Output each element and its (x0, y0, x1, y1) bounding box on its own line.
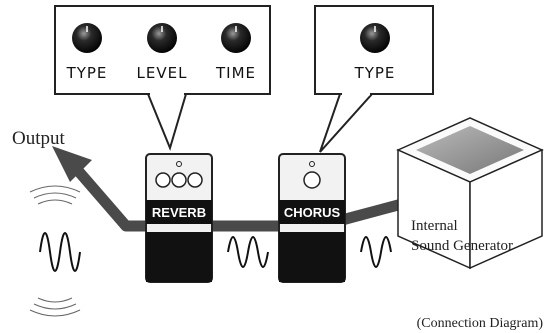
sound-generator-label-line2: Sound Generator (411, 238, 513, 254)
output-label: Output (12, 128, 66, 149)
chorus-type-label: TYPE (354, 64, 396, 82)
speaker-waves-icon (29, 185, 81, 317)
sine-wave-icon-reverb (227, 236, 269, 268)
diagram-caption: (Connection Diagram) (417, 316, 544, 331)
knob-icon (187, 172, 203, 188)
knob-icon (303, 171, 321, 189)
reverb-type-knob[interactable]: TYPE (66, 23, 108, 82)
knob-icon[interactable] (72, 23, 102, 53)
sine-wave-icon-output (39, 232, 81, 272)
signal-cable (52, 146, 434, 232)
sound-generator-label-line1: Internal (411, 218, 458, 234)
output-arrow-icon (52, 146, 92, 182)
chorus-pedal[interactable]: CHORUS (278, 153, 346, 283)
knob-icon (155, 172, 171, 188)
knob-icon (171, 172, 187, 188)
sound-generator-box-icon (396, 117, 544, 270)
chorus-pedal-label: CHORUS (284, 205, 341, 220)
reverb-controls-panel: TYPE LEVEL TIME (54, 5, 271, 152)
reverb-time-label: TIME (215, 64, 256, 82)
chorus-controls-panel: TYPE (314, 5, 434, 153)
knob-icon[interactable] (147, 23, 177, 53)
knob-icon[interactable] (360, 23, 390, 53)
knob-icon[interactable] (221, 23, 251, 53)
reverb-level-label: LEVEL (137, 64, 188, 82)
reverb-pedal[interactable]: REVERB (145, 153, 213, 283)
chorus-type-knob[interactable]: TYPE (354, 23, 396, 82)
sine-wave-icon-chorus (360, 236, 392, 268)
reverb-type-label: TYPE (66, 64, 108, 82)
reverb-pedal-label: REVERB (152, 205, 206, 220)
reverb-level-knob[interactable]: LEVEL (137, 23, 188, 82)
reverb-time-knob[interactable]: TIME (215, 23, 256, 82)
